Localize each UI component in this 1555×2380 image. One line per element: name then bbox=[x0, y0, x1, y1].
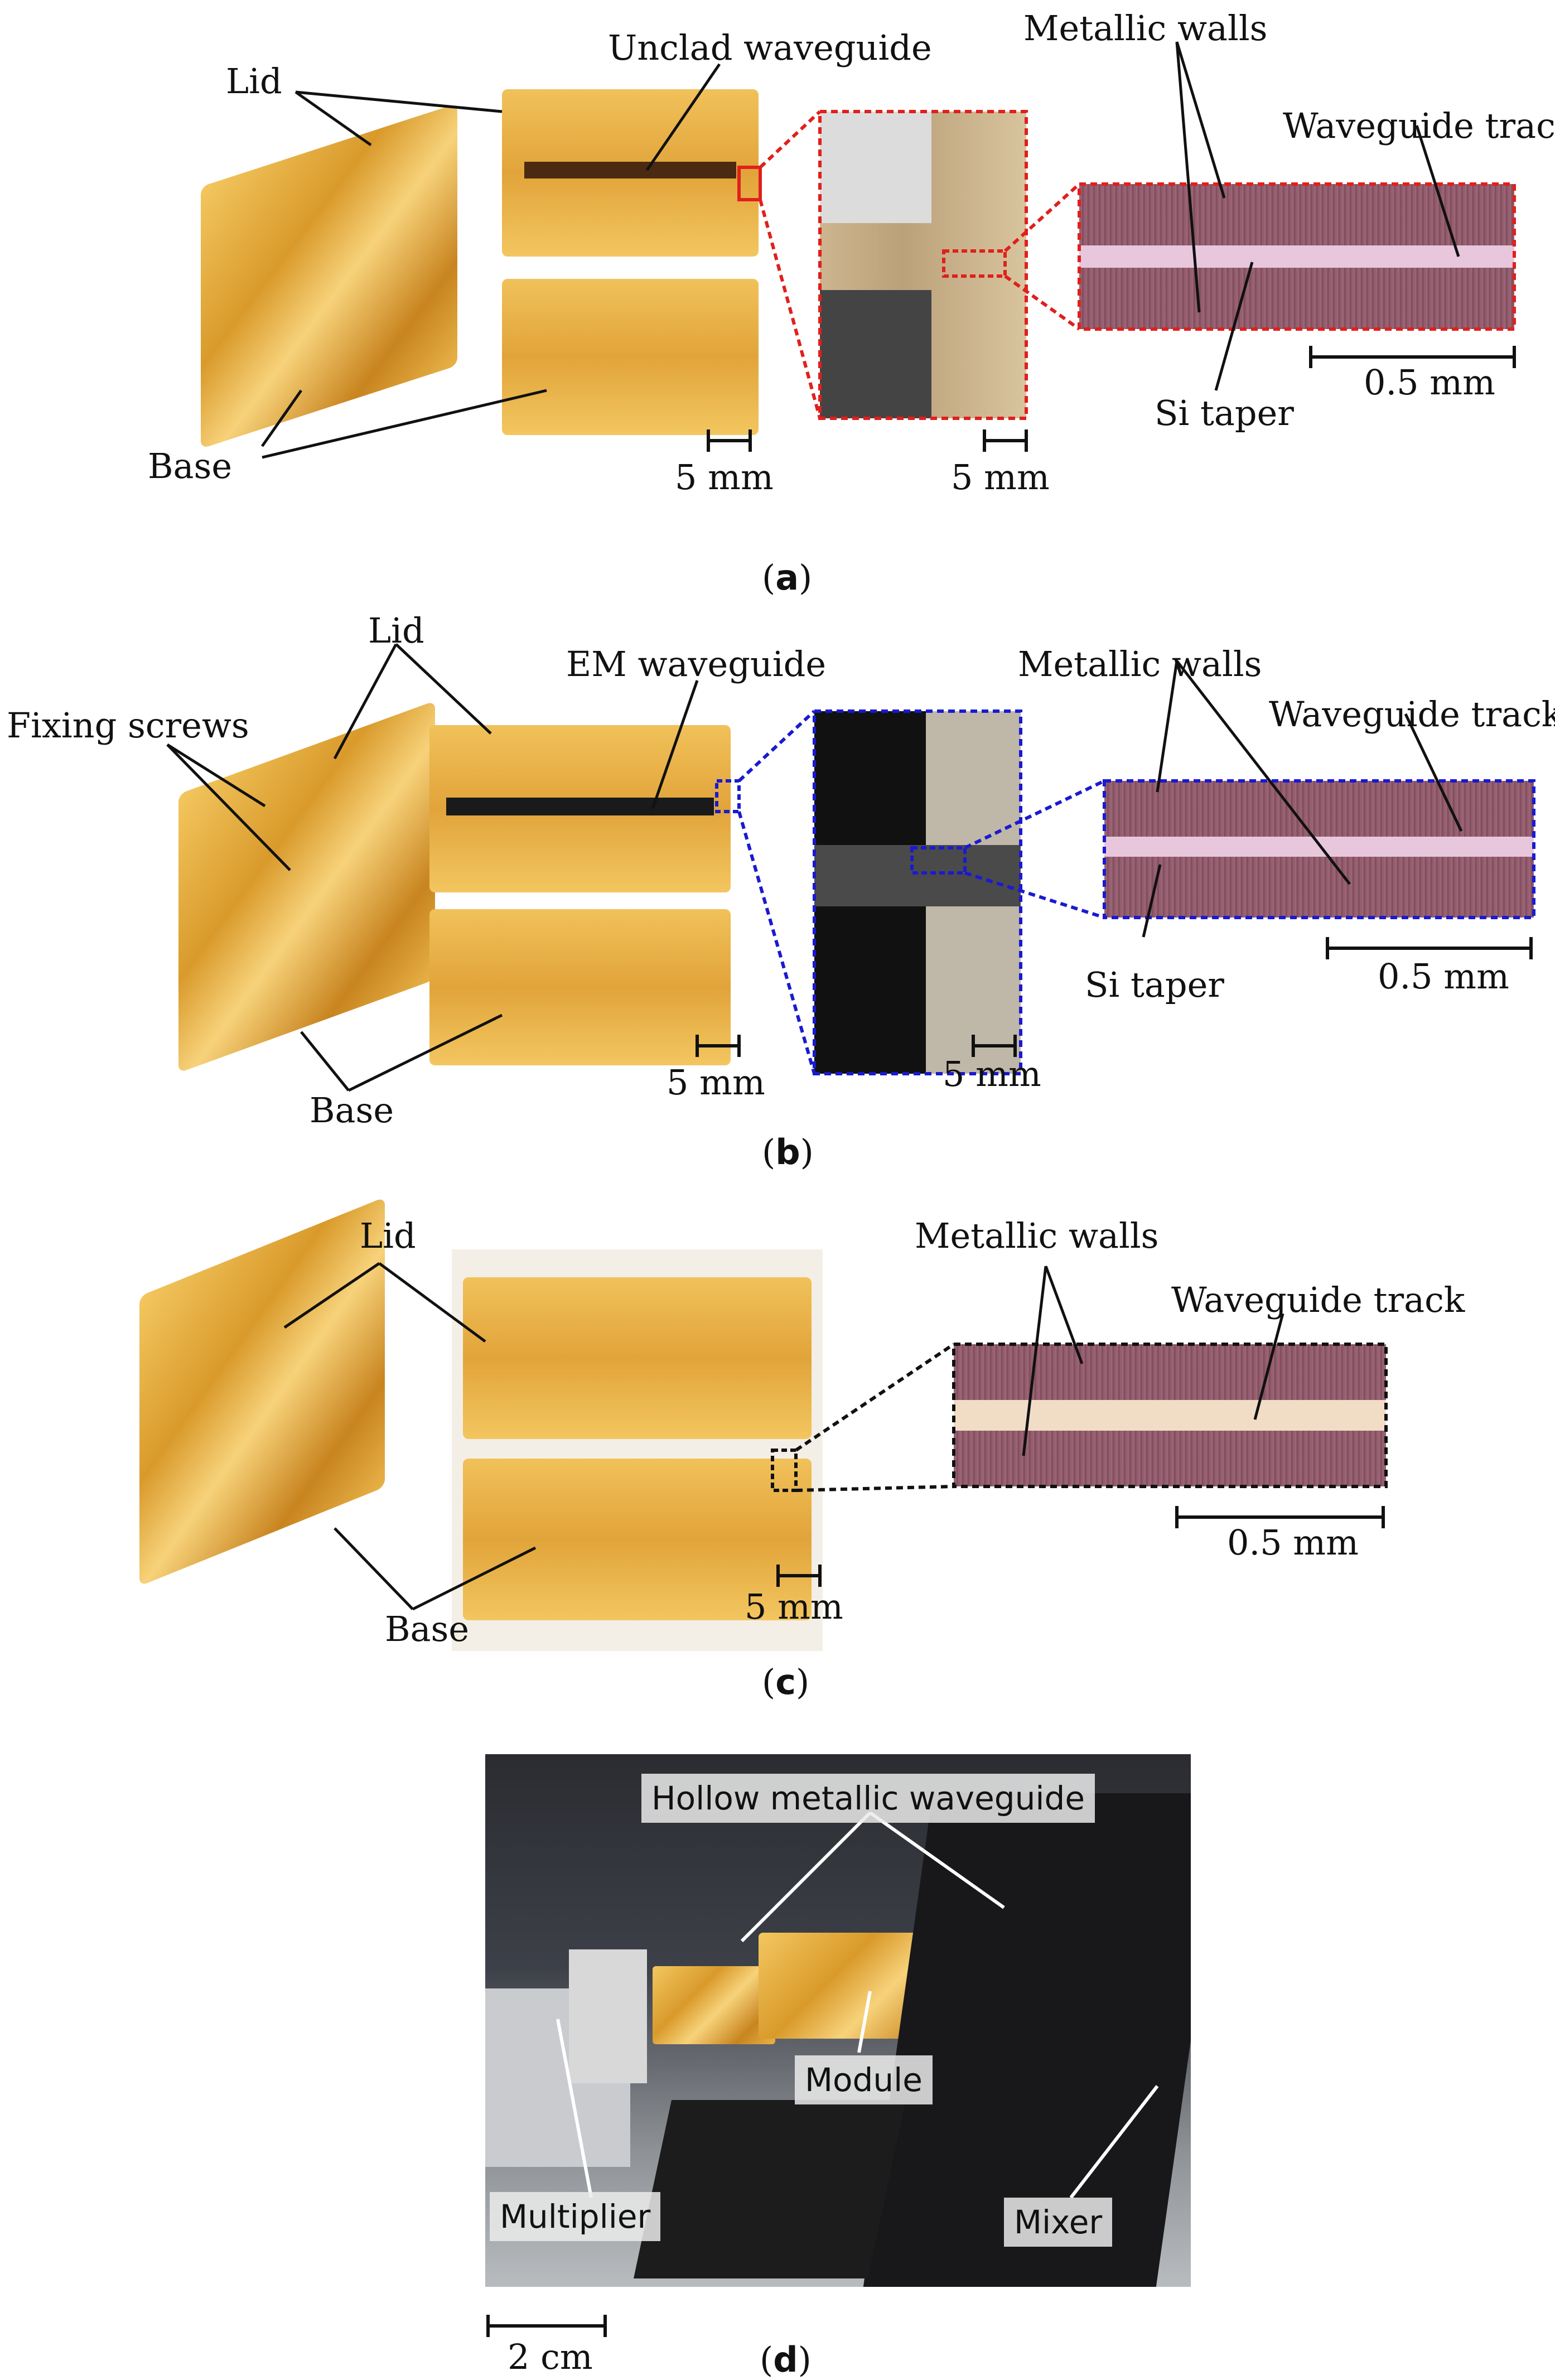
caption-d: (d) bbox=[760, 2339, 812, 2380]
panel-a: Lid Base Unclad waveguide Metallic walls… bbox=[0, 0, 1555, 608]
base-plate-photo-a bbox=[502, 279, 759, 435]
label-hollow-metallic-waveguide-d: Hollow metallic waveguide bbox=[641, 1774, 1095, 1823]
scale-05mm-b: 0.5 mm bbox=[1378, 956, 1509, 997]
label-module-d: Module bbox=[795, 2055, 933, 2104]
label-base-c: Base bbox=[385, 1609, 470, 1649]
label-lid-c: Lid bbox=[360, 1215, 416, 1256]
zoom-photo-a bbox=[820, 112, 1026, 418]
annotation-lines-d bbox=[486, 1811, 1159, 2337]
panel-b: Lid Fixing screws Base EM waveguide Meta… bbox=[0, 608, 1555, 1202]
annotation-lines-c bbox=[283, 1262, 1388, 1611]
label-mixer-d: Mixer bbox=[1004, 2198, 1113, 2247]
base-plate-photo-b bbox=[429, 909, 731, 1065]
annotation-lines-b bbox=[166, 643, 1535, 1092]
scale-5mm-c: 5 mm bbox=[745, 1586, 843, 1627]
label-waveguide-track-a: Waveguide track bbox=[1283, 105, 1555, 146]
lid-plate-photo-a bbox=[502, 89, 759, 257]
scale-5mm-a-1: 5 mm bbox=[675, 457, 774, 498]
label-multiplier-d: Multiplier bbox=[490, 2192, 661, 2241]
scale-05mm-a: 0.5 mm bbox=[1364, 362, 1495, 403]
label-fixing-screws-b: Fixing screws bbox=[7, 705, 249, 746]
label-em-waveguide-b: EM waveguide bbox=[566, 644, 827, 684]
zoom-photo-b bbox=[814, 711, 1021, 1074]
label-metallic-walls-a: Metallic walls bbox=[1023, 8, 1268, 49]
label-unclad-waveguide-a: Unclad waveguide bbox=[608, 27, 932, 68]
panel-c: Lid Base Metallic walls Waveguide track … bbox=[0, 1197, 1555, 1700]
label-si-taper-a: Si taper bbox=[1155, 393, 1294, 433]
scale-05mm-c: 0.5 mm bbox=[1227, 1522, 1359, 1563]
label-waveguide-track-c: Waveguide track bbox=[1171, 1280, 1465, 1320]
label-waveguide-track-b: Waveguide track bbox=[1269, 694, 1555, 735]
label-base-a: Base bbox=[148, 446, 233, 486]
label-metallic-walls-c: Metallic walls bbox=[915, 1215, 1159, 1256]
scale-2cm-d: 2 cm bbox=[508, 2336, 593, 2377]
lid-plate-photo-b bbox=[429, 725, 731, 892]
caption-c: (c) bbox=[762, 1662, 810, 1702]
caption-b: (b) bbox=[762, 1132, 814, 1172]
caption-a: (a) bbox=[762, 557, 813, 598]
scale-5mm-a-2: 5 mm bbox=[951, 457, 1050, 498]
panel-d: Hollow metallic waveguide Module Multipl… bbox=[0, 1696, 1555, 2379]
label-metallic-walls-b: Metallic walls bbox=[1018, 644, 1262, 684]
scale-5mm-b-1: 5 mm bbox=[667, 1062, 765, 1103]
label-lid-b: Lid bbox=[368, 610, 424, 651]
plates-photo-c bbox=[452, 1249, 823, 1651]
label-base-b: Base bbox=[310, 1090, 394, 1131]
label-lid-a: Lid bbox=[226, 61, 282, 102]
label-si-taper-b: Si taper bbox=[1085, 964, 1224, 1005]
scale-5mm-b-2: 5 mm bbox=[943, 1054, 1041, 1094]
annotation-lines-a bbox=[260, 41, 1516, 459]
